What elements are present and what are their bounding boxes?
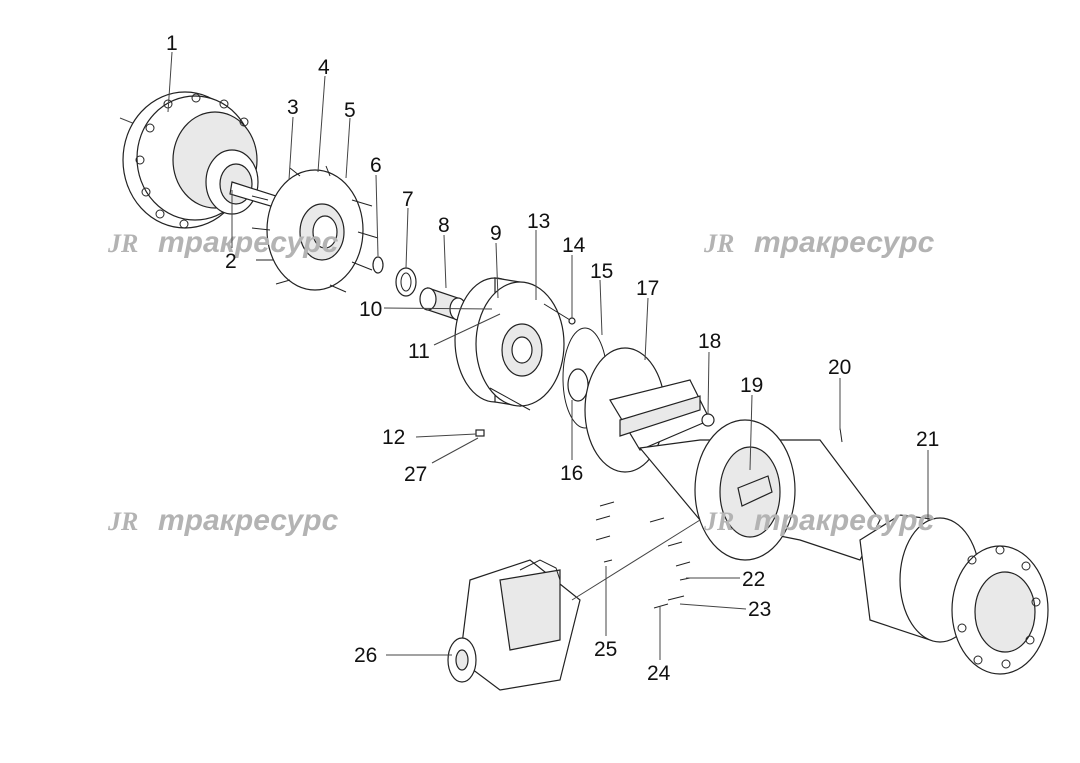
callout-13: 13 bbox=[527, 210, 550, 233]
part-differential bbox=[447, 559, 581, 691]
watermark-text: тракресурс bbox=[158, 504, 339, 537]
watermark-2: JR тракресурс bbox=[703, 226, 935, 259]
callout-24: 24 bbox=[647, 662, 671, 685]
leader-lines bbox=[167, 51, 929, 660]
part-hub-housing bbox=[454, 277, 565, 411]
part-ring bbox=[395, 267, 417, 297]
callout-3: 3 bbox=[287, 96, 299, 119]
part-right-wheel-hub bbox=[859, 514, 1049, 675]
watermark-logo: JR bbox=[703, 229, 734, 258]
callout-1: 1 bbox=[166, 32, 178, 55]
callout-7: 7 bbox=[402, 188, 414, 211]
callout-2: 2 bbox=[225, 250, 237, 273]
watermark-logo: JR bbox=[107, 507, 138, 536]
callout-6: 6 bbox=[370, 154, 382, 177]
callout-18: 18 bbox=[698, 330, 721, 353]
callout-9: 9 bbox=[490, 222, 502, 245]
callout-10: 10 bbox=[359, 298, 382, 321]
callout-labels: 1 2 3 4 5 6 7 8 9 10 11 12 13 14 15 16 1… bbox=[166, 32, 939, 685]
callout-15: 15 bbox=[590, 260, 613, 283]
part-spindle-flange bbox=[584, 347, 711, 473]
callout-17: 17 bbox=[636, 277, 659, 300]
part-planetary-carrier bbox=[251, 165, 379, 293]
part-axle-housing bbox=[638, 419, 881, 561]
watermark-4: JR тракресурс bbox=[703, 504, 935, 537]
watermark-1: JR тракресурс bbox=[107, 226, 339, 259]
watermark-3: JR тракресурс bbox=[107, 504, 339, 537]
watermark-text: тракресурс bbox=[754, 504, 935, 537]
part-pins bbox=[475, 429, 485, 437]
callout-20: 20 bbox=[828, 356, 851, 379]
callout-16: 16 bbox=[560, 462, 583, 485]
part-seal bbox=[567, 368, 589, 402]
watermark-logo: JR bbox=[703, 507, 734, 536]
watermark-text: тракресурс bbox=[754, 226, 935, 259]
callout-8: 8 bbox=[438, 214, 450, 237]
callout-26: 26 bbox=[354, 644, 377, 667]
callout-19: 19 bbox=[740, 374, 763, 397]
callout-11: 11 bbox=[408, 340, 430, 363]
callout-23: 23 bbox=[748, 598, 771, 621]
callout-5: 5 bbox=[344, 99, 356, 122]
watermark-text: тракресурс bbox=[158, 226, 339, 259]
callout-21: 21 bbox=[916, 428, 939, 451]
callout-12: 12 bbox=[382, 426, 405, 449]
part-snap-ring bbox=[372, 256, 384, 274]
callout-25: 25 bbox=[594, 638, 617, 661]
callout-22: 22 bbox=[742, 568, 765, 591]
watermark-logo: JR bbox=[107, 229, 138, 258]
callout-4: 4 bbox=[318, 56, 330, 79]
part-breather bbox=[701, 413, 715, 427]
callout-27: 27 bbox=[404, 463, 427, 486]
part-wheel-hub bbox=[119, 91, 259, 229]
callout-14: 14 bbox=[562, 234, 586, 257]
part-small-fasteners bbox=[595, 501, 691, 609]
